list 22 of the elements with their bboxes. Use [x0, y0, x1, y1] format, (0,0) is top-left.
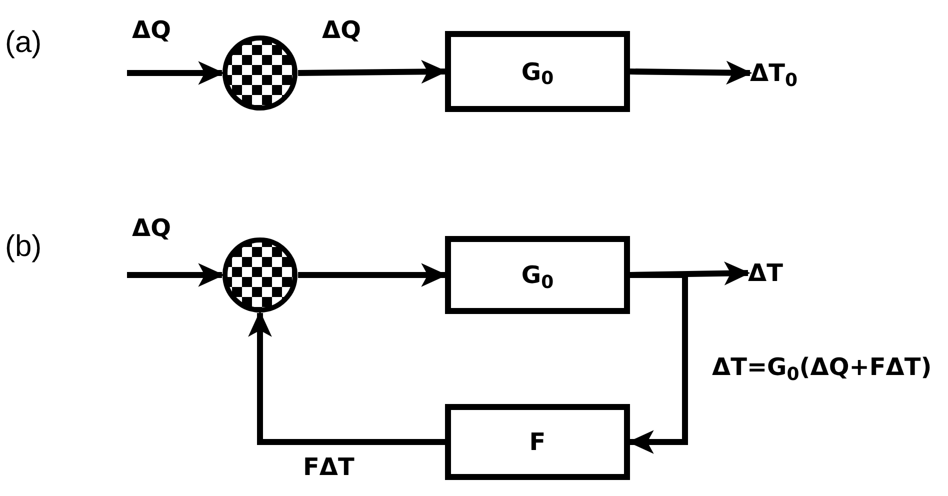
block-label: G$_{0}$ — [521, 60, 554, 84]
arrow — [127, 263, 224, 287]
block-label: G$_{0}$ — [521, 263, 554, 287]
panel-label: (b) — [5, 232, 42, 262]
edge-label: ΔQ — [322, 18, 361, 42]
block-label: F — [529, 430, 546, 454]
output-label: ΔT$_{0}$ — [750, 61, 798, 85]
block-box — [445, 236, 630, 314]
edge-label: ΔQ — [132, 216, 171, 240]
panel-label: (a) — [5, 28, 42, 58]
summing-junction — [222, 237, 298, 313]
arrow — [248, 310, 445, 445]
arrow — [127, 61, 224, 85]
edge-label: ΔQ — [132, 18, 171, 42]
block-box — [445, 31, 630, 112]
arrow — [298, 60, 448, 84]
block-box — [445, 404, 630, 480]
arrow — [630, 60, 752, 85]
arrow — [298, 263, 448, 287]
equation: ΔT=G$_{0}$(ΔQ+FΔT) — [712, 355, 932, 379]
summing-junction — [222, 35, 298, 111]
output-label: ΔT — [748, 261, 783, 285]
